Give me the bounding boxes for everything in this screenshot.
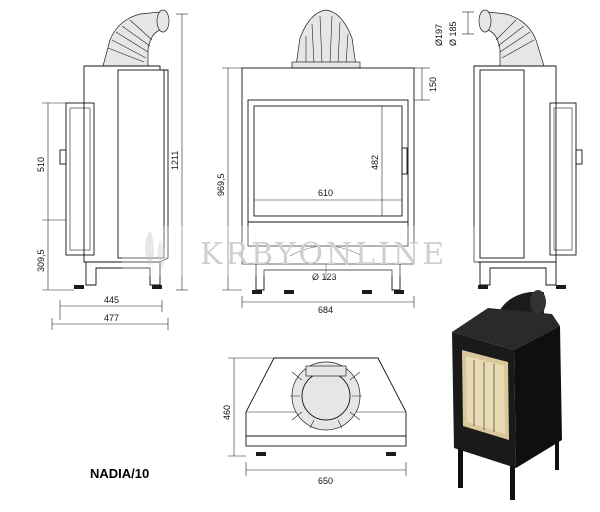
- watermark: [122, 226, 478, 276]
- dim-top-width: 650: [318, 476, 333, 486]
- top-view: [228, 357, 407, 476]
- left-side-view: [42, 9, 188, 330]
- dim-side-depth-outer: 477: [104, 313, 119, 323]
- dim-top-depth: 460: [222, 405, 232, 420]
- dim-side-depth-inner: 445: [104, 295, 119, 305]
- dim-front-height: 969,5: [216, 173, 226, 196]
- dim-front-width: 684: [318, 305, 333, 315]
- dim-side-base-height: 309,5: [36, 249, 46, 272]
- front-view: [222, 9, 430, 308]
- fireplace-3d-render: [452, 290, 562, 500]
- dim-front-glass-height: 482: [370, 155, 380, 170]
- dim-side-height-total: 1211: [170, 151, 180, 170]
- dim-flue-outer: Ø197: [434, 24, 444, 46]
- watermark-text: KRBYONLINE: [200, 237, 447, 272]
- dim-side-door-height: 510: [36, 157, 46, 172]
- right-side-view: [462, 9, 583, 289]
- model-label: NADIA/10: [90, 466, 149, 481]
- dim-front-top: 150: [428, 77, 438, 92]
- dim-front-glass-width: 610: [318, 188, 333, 198]
- dim-flue-inner: Ø 185: [448, 21, 458, 46]
- dim-flue-inlet: Ø 123: [312, 272, 337, 282]
